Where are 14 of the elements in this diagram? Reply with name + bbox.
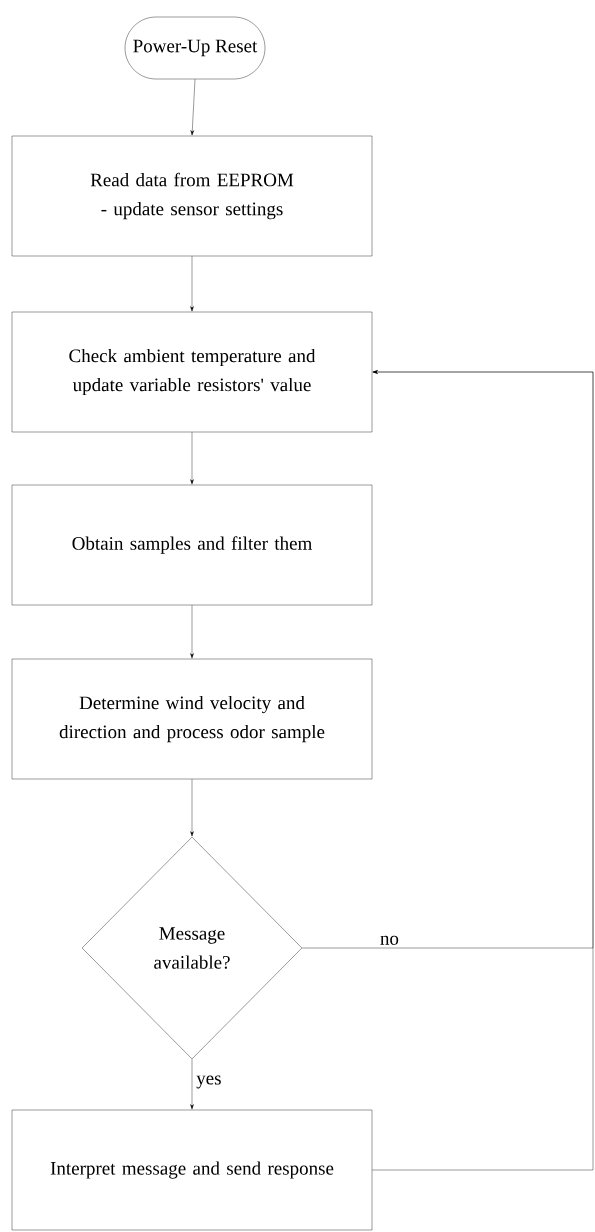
arrow bbox=[190, 779, 194, 837]
process-box: Interpret message and send response bbox=[11, 1109, 373, 1231]
process-box: Check ambient temperature and update variable resistors' value bbox=[11, 311, 373, 433]
process-box: Read data from EEPROM - update sensor settings bbox=[11, 135, 373, 257]
arrow bbox=[190, 256, 194, 312]
arrow bbox=[190, 605, 194, 659]
process-box: Obtain samples and filter them bbox=[11, 484, 373, 606]
edge-label: no bbox=[377, 933, 401, 947]
arrow bbox=[372, 370, 594, 1171]
arrow bbox=[190, 79, 196, 136]
process-box: Determine wind velocity and direction and process odor sample bbox=[11, 658, 373, 780]
arrow bbox=[190, 1059, 194, 1110]
arrow bbox=[190, 432, 194, 485]
edge-label: yes bbox=[194, 1073, 224, 1091]
